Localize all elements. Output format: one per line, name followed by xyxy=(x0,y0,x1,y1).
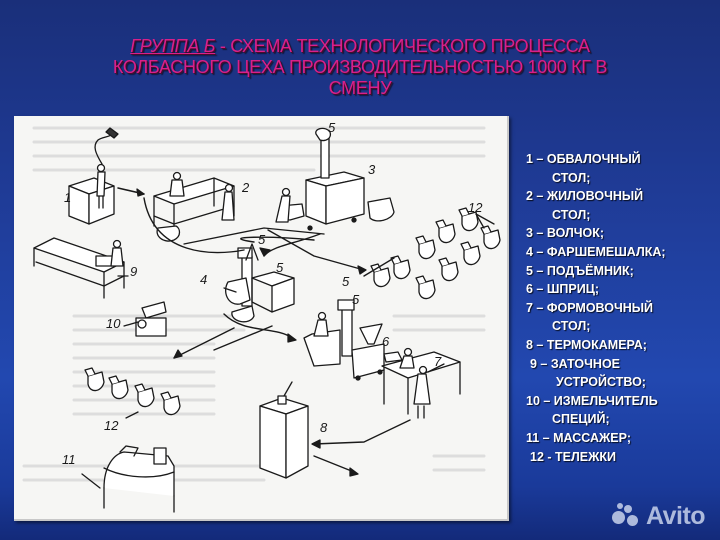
avito-dots-logo-icon xyxy=(612,503,642,529)
legend-item-10-label: 10 – ИЗМЕЛЬЧИТЕЛЬ xyxy=(526,393,658,408)
callout-11: 11 xyxy=(62,452,76,467)
callout-8: 8 xyxy=(320,420,328,435)
legend-item-1-label: 1 – ОБВАЛОЧНЫЙ xyxy=(526,152,641,166)
legend-item-2: 2 – ЖИЛОВОЧНЫЙ СТОЛ; xyxy=(526,187,716,224)
legend-item-7: 7 – ФОРМОВОЧНЫЙ СТОЛ; xyxy=(526,299,716,336)
callout-5a: 5 xyxy=(328,120,336,135)
callout-9: 9 xyxy=(130,264,138,279)
equipment-9-sharpening-device xyxy=(33,237,129,299)
callout-6: 6 xyxy=(382,334,390,349)
equipment-8-thermal-chamber xyxy=(259,381,309,479)
callout-1: 1 xyxy=(64,190,72,205)
process-diagram-image: 1 2 3 4 5 5 5 5 5 6 7 8 9 10 11 12 12 xyxy=(14,116,509,521)
equipment-2-trimming-table xyxy=(153,171,325,245)
callout-5b: 5 xyxy=(258,232,266,247)
legend-item-2-cont: СТОЛ; xyxy=(552,207,591,222)
legend-item-10-cont: СПЕЦИЙ; xyxy=(552,412,610,427)
callout-3: 3 xyxy=(368,162,376,177)
title-line-1: ГРУППА Б - СХЕМА ТЕХНОЛОГИЧЕСКОГО ПРОЦЕС… xyxy=(40,36,680,57)
legend-item-6: 6 – ШПРИЦ; xyxy=(526,282,600,297)
legend-item-10: 10 – ИЗМЕЛЬЧИТЕЛЬ СПЕЦИЙ; xyxy=(526,392,716,429)
equipment-12-carts-group-b xyxy=(84,367,181,416)
legend-item-5: 5 – ПОДЪЁМНИК; xyxy=(526,263,634,278)
avito-watermark-text: Avito xyxy=(646,501,706,530)
legend-item-3: 3 – ВОЛЧОК; xyxy=(526,226,605,241)
legend-item-12: 12 - ТЕЛЕЖКИ xyxy=(530,449,617,464)
legend-item-11: 11 – МАССАЖЕР; xyxy=(526,430,631,445)
equipment-10-spice-grinder xyxy=(123,301,167,337)
callout-2: 2 xyxy=(242,180,250,195)
legend-item-7-cont: СТОЛ; xyxy=(552,319,591,334)
equipment-4-mixer xyxy=(223,247,295,323)
equipment-6-stuffer xyxy=(303,299,403,381)
equipment-3-grinder xyxy=(275,127,395,231)
title-line-3: СМЕНУ xyxy=(328,78,392,98)
legend-item-2-label: 2 – ЖИЛОВОЧНЫЙ xyxy=(526,189,644,204)
callout-12a: 12 xyxy=(468,200,483,215)
title-group-label: ГРУППА Б xyxy=(130,36,216,56)
callout-5c: 5 xyxy=(276,260,284,275)
slide-title: ГРУППА Б - СХЕМА ТЕХНОЛОГИЧЕСКОГО ПРОЦЕС… xyxy=(40,36,680,99)
callout-5e: 5 xyxy=(352,292,360,307)
legend-item-8: 8 – ТЕРМОКАМЕРА; xyxy=(526,337,647,352)
equipment-11-massager xyxy=(81,445,175,513)
equipment-12-carts-group-a xyxy=(370,207,501,300)
legend-item-7-label: 7 – ФОРМОВОЧНЫЙ xyxy=(526,300,654,315)
avito-watermark: Avito xyxy=(612,500,706,532)
callout-5d: 5 xyxy=(342,274,350,289)
equipment-7-forming-table xyxy=(381,347,461,419)
title-line-2: КОЛБАСНОГО ЦЕХА ПРОИЗВОДИТЕЛЬНОСТЬЮ 1000… xyxy=(112,57,608,77)
legend-item-9-cont: УСТРОЙСТВО; xyxy=(556,375,646,390)
legend-item-1: 1 – ОБВАЛОЧНЫЙ СТОЛ; xyxy=(526,150,716,187)
callout-labels: 1 2 3 4 5 5 5 5 5 6 7 8 9 10 11 12 12 xyxy=(14,116,507,519)
equipment-1-boning-table xyxy=(68,127,119,225)
legend-item-9-label: 9 – ЗАТОЧНОЕ xyxy=(530,356,621,371)
callout-7: 7 xyxy=(434,354,442,369)
title-line-1-rest: - СХЕМА ТЕХНОЛОГИЧЕСКОГО ПРОЦЕССА xyxy=(215,36,590,56)
legend-item-1-cont: СТОЛ; xyxy=(552,170,591,185)
process-diagram-drawing xyxy=(22,126,501,513)
callout-4: 4 xyxy=(200,272,208,287)
legend-item-4: 4 – ФАРШЕМЕШАЛКА; xyxy=(526,244,666,259)
legend-item-9: 9 – ЗАТОЧНОЕ УСТРОЙСТВО; xyxy=(526,355,716,392)
callout-12b: 12 xyxy=(104,418,119,433)
callout-10: 10 xyxy=(106,316,121,331)
